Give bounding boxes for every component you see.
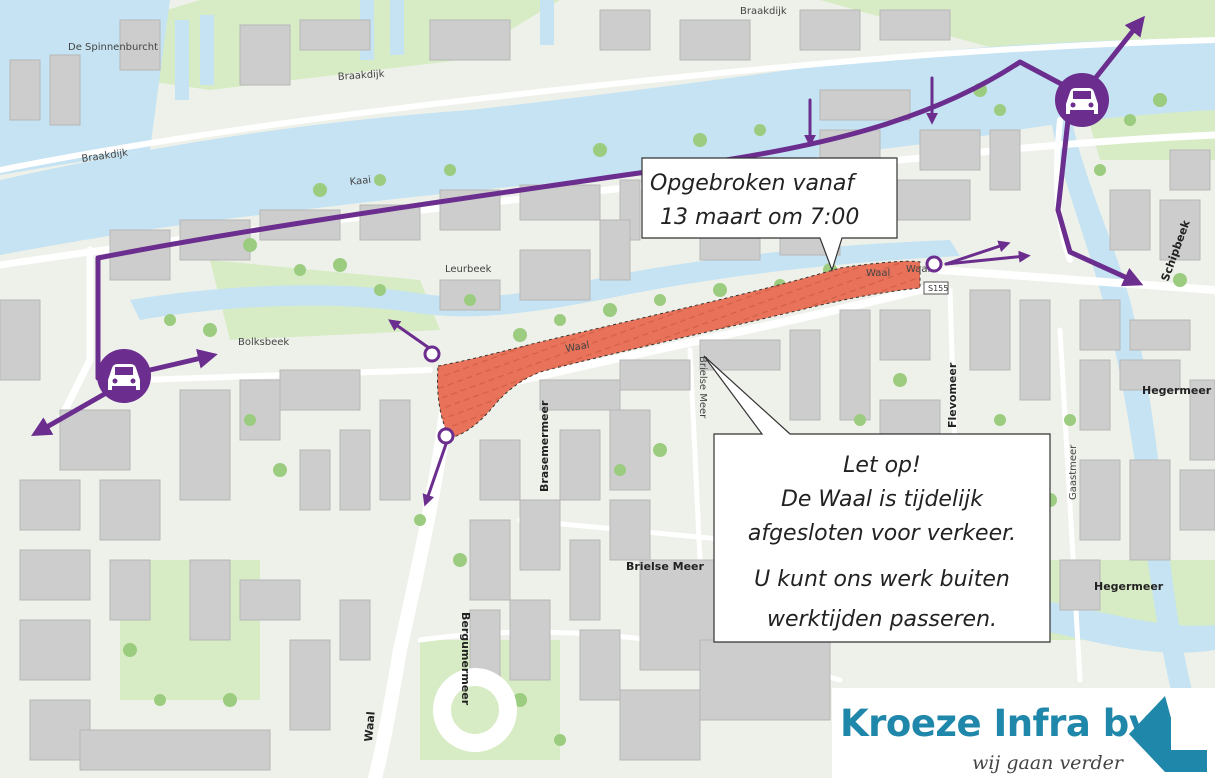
notice-line3: afgesloten voor verkeer. (748, 521, 1016, 546)
logo-arrow-icon (1129, 696, 1207, 772)
label-brielse-meer-2: Brielse Meer (626, 560, 705, 573)
label-waal-east: Waal (866, 268, 890, 279)
label-waal-closed: Waal (565, 340, 591, 355)
label-bergumermeer: Bergumermeer (459, 612, 472, 706)
notice-line2: De Waal is tijdelijk (781, 487, 984, 512)
closure-notice-callout: Let op! De Waal is tijdelijk afgesloten … (703, 355, 1051, 643)
label-braakdijk-top: Braakdijk (740, 6, 787, 17)
notice-line5: werktijden passeren. (767, 607, 997, 632)
label-braakdijk-1: Braakdijk (337, 69, 385, 83)
label-hegermeer-1: Hegermeer (1142, 384, 1212, 397)
car-icon (1055, 73, 1109, 127)
closure-date-line2: 13 maart om 7:00 (660, 205, 859, 230)
closure-date-line1: Opgebroken vanaf (650, 171, 857, 196)
access-point-markers (423, 255, 943, 445)
label-leurbeek: Leurbeek (445, 264, 492, 275)
car-icon (97, 349, 151, 403)
label-waal-east2: Waal (906, 264, 930, 275)
route-shield-s155: S155 (923, 281, 949, 295)
label-waal-south: Waal (362, 711, 378, 742)
closure-date-callout: Opgebroken vanaf 13 maart om 7:00 (641, 157, 898, 272)
pedestrian-access-icon (925, 255, 943, 273)
pedestrian-access-icon (423, 345, 441, 363)
label-gaastmeer: Gaastmeer (1068, 444, 1079, 500)
company-tagline: wij gaan verder (972, 752, 1123, 774)
label-bolksbeek: Bolksbeek (238, 337, 289, 348)
street-labels: De Spinnenburcht Braakdijk Braakdijk Bra… (68, 6, 1212, 742)
label-flevomeer: Flevomeer (946, 362, 959, 428)
label-spinnenburcht: De Spinnenburcht (68, 42, 158, 53)
notice-line1: Let op! (843, 453, 921, 478)
label-brasemermeer: Brasemermeer (538, 400, 551, 492)
company-name: Kroeze Infra bv (840, 702, 1153, 745)
label-hegermeer-2: Hegermeer (1094, 580, 1164, 593)
main-canal (0, 38, 1215, 255)
svg-text:S155: S155 (928, 284, 948, 293)
label-kaai: Kaai (349, 175, 371, 188)
label-brielse-meer-1: Brielse Meer (697, 356, 708, 419)
notice-line4: U kunt ons werk buiten (754, 567, 1010, 592)
company-logo: Kroeze Infra bv wij gaan verder (832, 688, 1215, 778)
south-east-water (1040, 600, 1215, 653)
closed-road-section (437, 260, 921, 439)
pedestrian-access-icon (437, 427, 455, 445)
local-access-arrows (388, 76, 1031, 507)
roundabout (433, 668, 517, 752)
east-canal (1050, 110, 1215, 778)
